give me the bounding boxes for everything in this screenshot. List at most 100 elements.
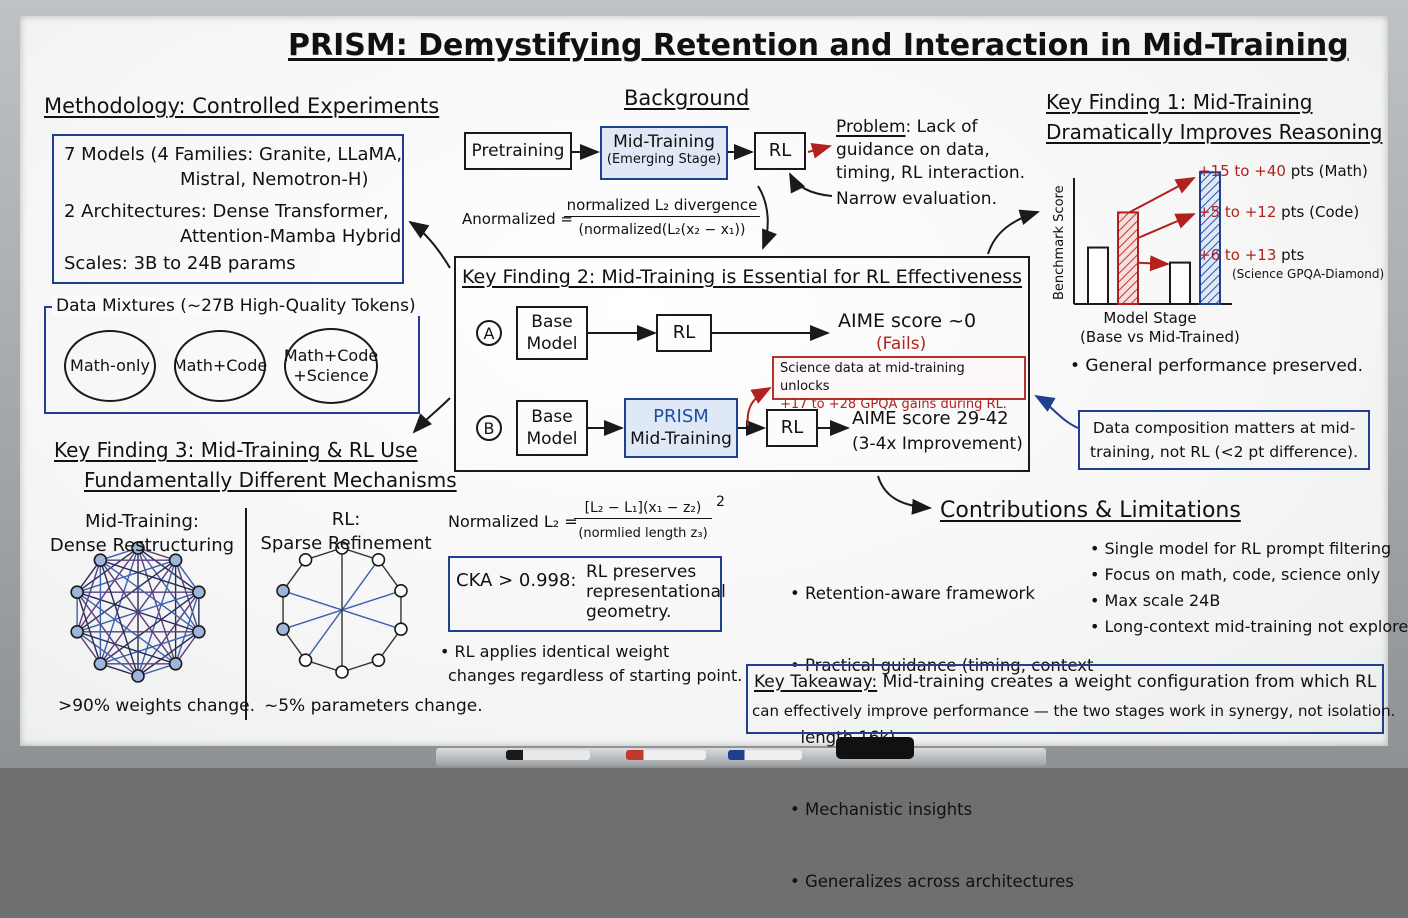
takeaway-text-1: Mid-training creates a weight configurat…	[882, 672, 1377, 692]
network-node	[298, 653, 313, 667]
rl-box-background: RL	[754, 132, 806, 170]
eraser[interactable]	[836, 737, 914, 759]
route-b-label: B	[476, 415, 502, 441]
cka-value: CKA > 0.998:	[456, 570, 577, 591]
gain-math-range: +15 to +40	[1198, 162, 1286, 180]
connector-layer	[70, 143, 1232, 720]
network-edge	[76, 631, 139, 677]
network-node	[371, 653, 386, 667]
sparse-network	[276, 541, 408, 679]
models-line-2: Mistral, Nemotron-H)	[180, 169, 369, 190]
blue-marker[interactable]	[728, 750, 802, 760]
network-edge	[76, 559, 176, 593]
mixture-math-code-science: Math+Code +Science	[284, 328, 378, 404]
architectures-line-2: Attention-Mamba Hybrid	[180, 226, 402, 247]
route-a-fails: (Fails)	[876, 334, 927, 354]
network-node	[131, 541, 145, 555]
data-mixtures-heading: Data Mixtures (~27B High-Quality Tokens)	[52, 296, 420, 316]
mixture-math-code: Math+Code	[173, 330, 267, 402]
takeaway-line-2: can effectively improve performance — th…	[752, 702, 1396, 720]
finding2-box	[454, 256, 1030, 472]
chart-bar-base-0	[1087, 246, 1109, 305]
network-node	[335, 665, 349, 679]
divergence-formula-lhs: Аnormalized =	[462, 210, 573, 228]
network-edge	[76, 631, 176, 665]
network-node	[298, 553, 313, 567]
route-b-base-model: Base Model	[516, 400, 588, 456]
prism-midtraining-box: PRISM Mid-Training	[624, 398, 738, 458]
network-node	[192, 585, 206, 600]
network-node	[168, 553, 183, 568]
l2-formula-numerator: [L₂ − L₁](x₁ − z₂)	[574, 500, 712, 519]
network-edge	[100, 631, 200, 665]
mid-title-line-1: Mid-Training:	[85, 511, 199, 532]
problem-text: Problem: Lack of guidance on data, timin…	[836, 116, 1025, 185]
midtraining-sub: (Emerging Stage)	[606, 152, 722, 167]
red-marker[interactable]	[626, 750, 706, 760]
black-marker[interactable]	[506, 750, 590, 760]
network-node	[93, 656, 108, 671]
chart-y-label: Benchmark Score	[1052, 185, 1067, 300]
network-edge	[137, 547, 200, 633]
models-box	[52, 134, 404, 284]
background-heading: Background	[624, 86, 750, 110]
arrow-f2-to-f3	[412, 397, 451, 434]
limitations-list: • Single model for RL prompt filtering •…	[1090, 536, 1408, 640]
note-line-2: training, not RL (<2 pt difference).	[1090, 443, 1358, 461]
science-note-box: Science data at mid-training unlocks +17…	[772, 356, 1026, 412]
data-composition-note: Data composition matters at mid- trainin…	[1078, 410, 1370, 470]
chart-x-label: Model Stage (Base vs Mid-Trained)	[1080, 309, 1240, 347]
base-label-b2: Model	[526, 429, 578, 449]
gain-science-unit: pts	[1281, 246, 1305, 264]
route-a-base-model: Base Model	[516, 306, 588, 360]
network-node	[70, 624, 84, 639]
network-node	[192, 624, 206, 639]
limitation-item: • Max scale 24B	[1090, 591, 1221, 610]
rl-title: RL: Sparse Refinement	[258, 508, 434, 556]
chart-bar-base-2	[1169, 261, 1191, 306]
takeaway-label: Key Takeaway:	[754, 672, 878, 692]
route-a-label: A	[476, 320, 502, 346]
route-a-result: AIME score ~0	[838, 310, 977, 332]
scales-line: Scales: 3B to 24B params	[64, 253, 296, 274]
takeaway-box	[746, 664, 1384, 734]
mixture-math-only: Math-only	[64, 330, 156, 402]
network-edge	[76, 591, 177, 665]
cka-box	[448, 556, 722, 632]
cka-text: RL preserves representational geometry.	[586, 562, 726, 622]
chart-bar-mid-trained-1	[1117, 211, 1139, 305]
narrow-evaluation: Narrow evaluation.	[836, 189, 997, 209]
gain-math: +15 to +40 pts (Math)	[1198, 162, 1368, 180]
network-edge	[99, 560, 139, 677]
mid-caption: >90% weights change.	[58, 696, 255, 716]
gain-code-unit: pts (Code)	[1281, 203, 1360, 221]
network-edge	[100, 559, 200, 593]
network-edge	[99, 559, 200, 633]
gain-arrow-code	[1137, 213, 1196, 239]
network-node	[93, 553, 108, 568]
divergence-formula-denominator: (normalized(L₂(x₂ − x₁))	[578, 222, 746, 238]
route-b-rl-box: RL	[766, 409, 818, 447]
arrow-f2-to-f1	[987, 209, 1040, 255]
science-note-line-2: +17 to +28 GPQA gains during RL.	[780, 397, 1007, 412]
gain-arrow-math	[1129, 177, 1196, 213]
route-b-result: AIME score 29-42	[852, 408, 1009, 429]
problem-label: Problem	[836, 117, 906, 137]
problem-line-1: : Lack of	[905, 117, 978, 137]
network-edge	[99, 559, 177, 665]
network-node	[276, 584, 290, 598]
rl-title-line-1: RL:	[331, 509, 361, 530]
takeaway-line-1: Key Takeaway: Mid-training creates a wei…	[754, 672, 1376, 692]
base-label-a2: Model	[526, 334, 578, 354]
arrow-science-note	[746, 387, 772, 427]
route-b-improvement: (3-4x Improvement)	[852, 434, 1023, 454]
network-node	[394, 622, 408, 636]
route-a-rl-box: RL	[656, 314, 712, 352]
l2-formula-denominator: (normlied length z₃)	[578, 526, 708, 541]
page-title: PRISM: Demystifying Retention and Intera…	[288, 28, 1349, 63]
arrow-problem	[807, 143, 832, 159]
network-node	[394, 584, 408, 598]
arrow-f2-to-contrib	[877, 475, 932, 515]
chart-x-label-line-2: (Base vs Mid-Trained)	[1080, 328, 1240, 346]
network-edge	[76, 547, 139, 633]
